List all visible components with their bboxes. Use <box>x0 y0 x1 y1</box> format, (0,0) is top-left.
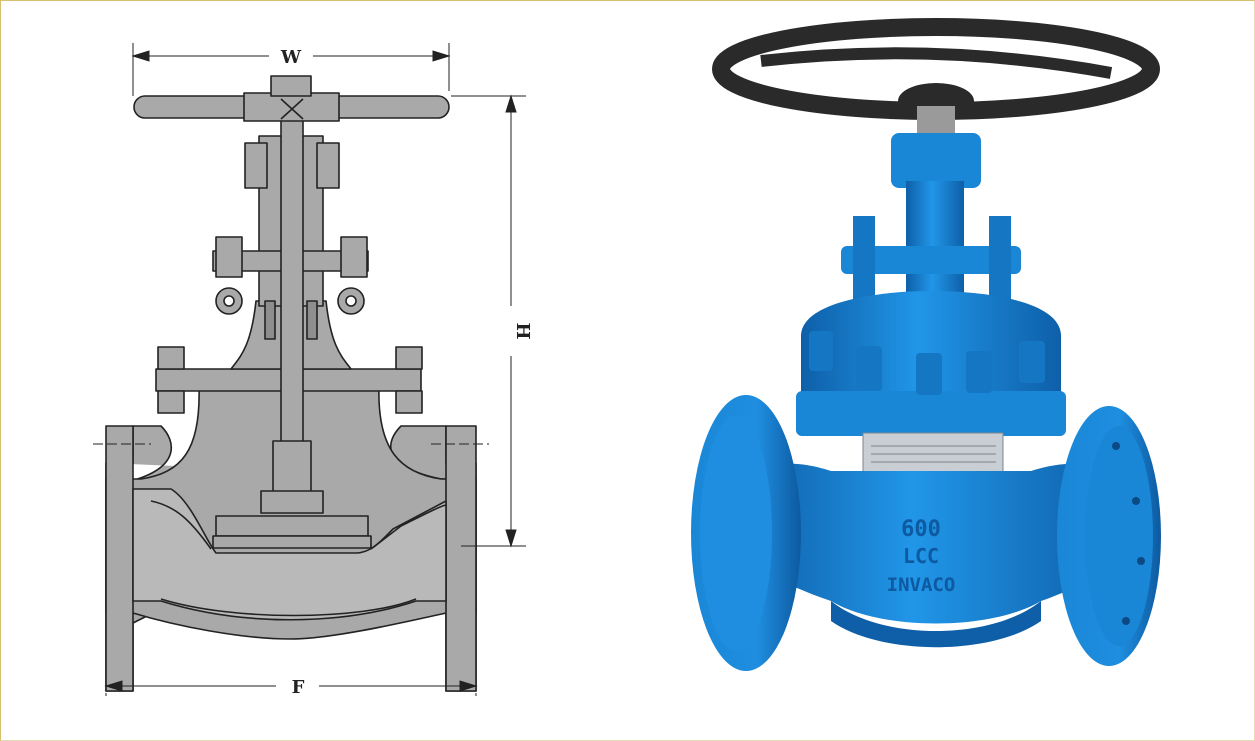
passage-wall <box>150 500 447 550</box>
bonnet-bolt-right-top <box>395 346 423 370</box>
yoke-nut-right <box>316 142 340 189</box>
valve-body-base <box>831 601 1041 648</box>
valve-cross-section-drawing <box>105 75 477 692</box>
right-flange-face <box>1085 426 1153 646</box>
passage-bottom <box>160 598 417 617</box>
bonnet-bolt-left-bottom <box>157 390 185 414</box>
gland-stud-right <box>989 216 1011 306</box>
stem-thread <box>917 106 955 136</box>
stem-top-cross <box>280 98 304 120</box>
nameplate-lines <box>871 445 996 463</box>
gland-plate <box>841 246 1021 274</box>
eye-bolt-right-hole <box>345 295 357 307</box>
right-flange-holes <box>1112 442 1145 625</box>
right-flange <box>445 425 477 692</box>
gland-bolt-right <box>340 236 368 278</box>
bonnet-flange <box>796 391 1066 436</box>
left-flange <box>105 425 134 692</box>
dimension-w-label: W <box>280 47 302 68</box>
dimension-f-label: F <box>292 677 305 698</box>
dimension-lines <box>93 43 526 696</box>
valve-product-photo <box>691 18 1161 671</box>
seat-ring <box>212 535 372 549</box>
packing-right <box>306 300 318 340</box>
left-flange-face <box>700 415 772 651</box>
yoke-top <box>891 133 981 188</box>
handwheel-spoke <box>760 47 1113 79</box>
packing-left <box>264 300 276 340</box>
nameplate <box>862 432 1004 474</box>
valve-body <box>746 463 1116 624</box>
handwheel-nut <box>270 75 312 97</box>
bonnet-bolt-right-bottom <box>395 390 423 414</box>
bonnet-bolts <box>809 331 1045 395</box>
gland-bolt-left <box>215 236 243 278</box>
handwheel-hub <box>243 92 340 122</box>
disc <box>260 490 324 514</box>
dimension-h-label: H <box>512 322 533 339</box>
yoke-nut-left <box>244 142 268 189</box>
stem <box>280 95 304 447</box>
bonnet-bolt-left-top <box>157 346 185 370</box>
marking-brand: INVACO <box>887 574 956 596</box>
gland-stud-left <box>853 216 875 306</box>
seat <box>215 515 369 537</box>
marking-material: LCC <box>903 544 939 568</box>
disc-holder <box>272 440 312 497</box>
flow-passage <box>132 488 447 621</box>
eye-bolt-left-hole <box>223 295 235 307</box>
marking-pressure-class: 600 <box>901 517 941 542</box>
